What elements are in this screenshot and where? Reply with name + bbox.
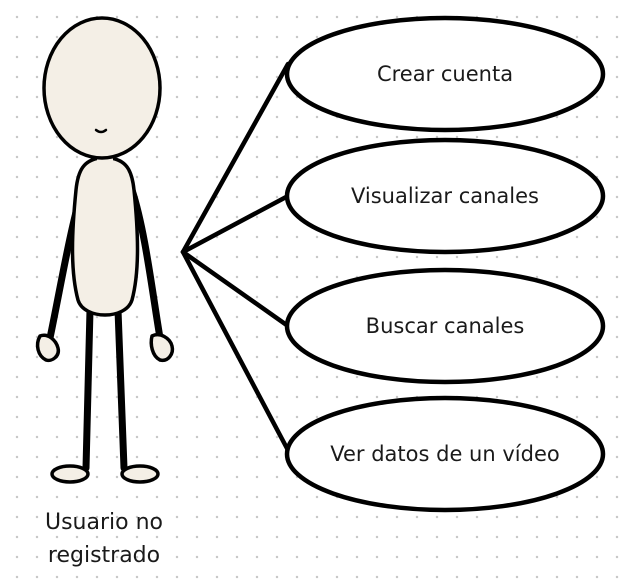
actor-left-leg [82,306,94,472]
actor-right-foot [120,464,160,484]
actor-right-hand [149,333,175,363]
actor-label-line1: Usuario no [44,510,163,535]
actor-right-leg [114,306,128,472]
association-line-buscar-canales [180,249,291,329]
actor-figure[interactable] [35,16,175,484]
actor-left-foot [50,464,90,484]
actor-head [42,16,162,160]
association-line-ver-datos [180,249,293,457]
actor-body [70,156,140,317]
use-case-ver-datos[interactable] [284,395,606,513]
actor-label-line2: registrado [47,543,161,568]
association-line-crear-cuenta [180,61,291,255]
use-case-crear-cuenta[interactable] [284,15,606,133]
actor-left-hand [35,333,61,363]
use-case-buscar-canales[interactable] [284,267,606,385]
association-line-visualizar-canales [180,193,291,255]
use-case-label-buscar-canales: Buscar canales [365,314,525,338]
use-case-label-crear-cuenta: Crear cuenta [376,62,514,86]
actor-label: Usuario no registrado [14,506,194,572]
actor-mouth [94,128,108,134]
use-case-label-visualizar-canales: Visualizar canales [350,184,539,208]
use-case-label-ver-datos: Ver datos de un vídeo [330,442,560,466]
use-case-visualizar-canales[interactable] [284,137,606,255]
